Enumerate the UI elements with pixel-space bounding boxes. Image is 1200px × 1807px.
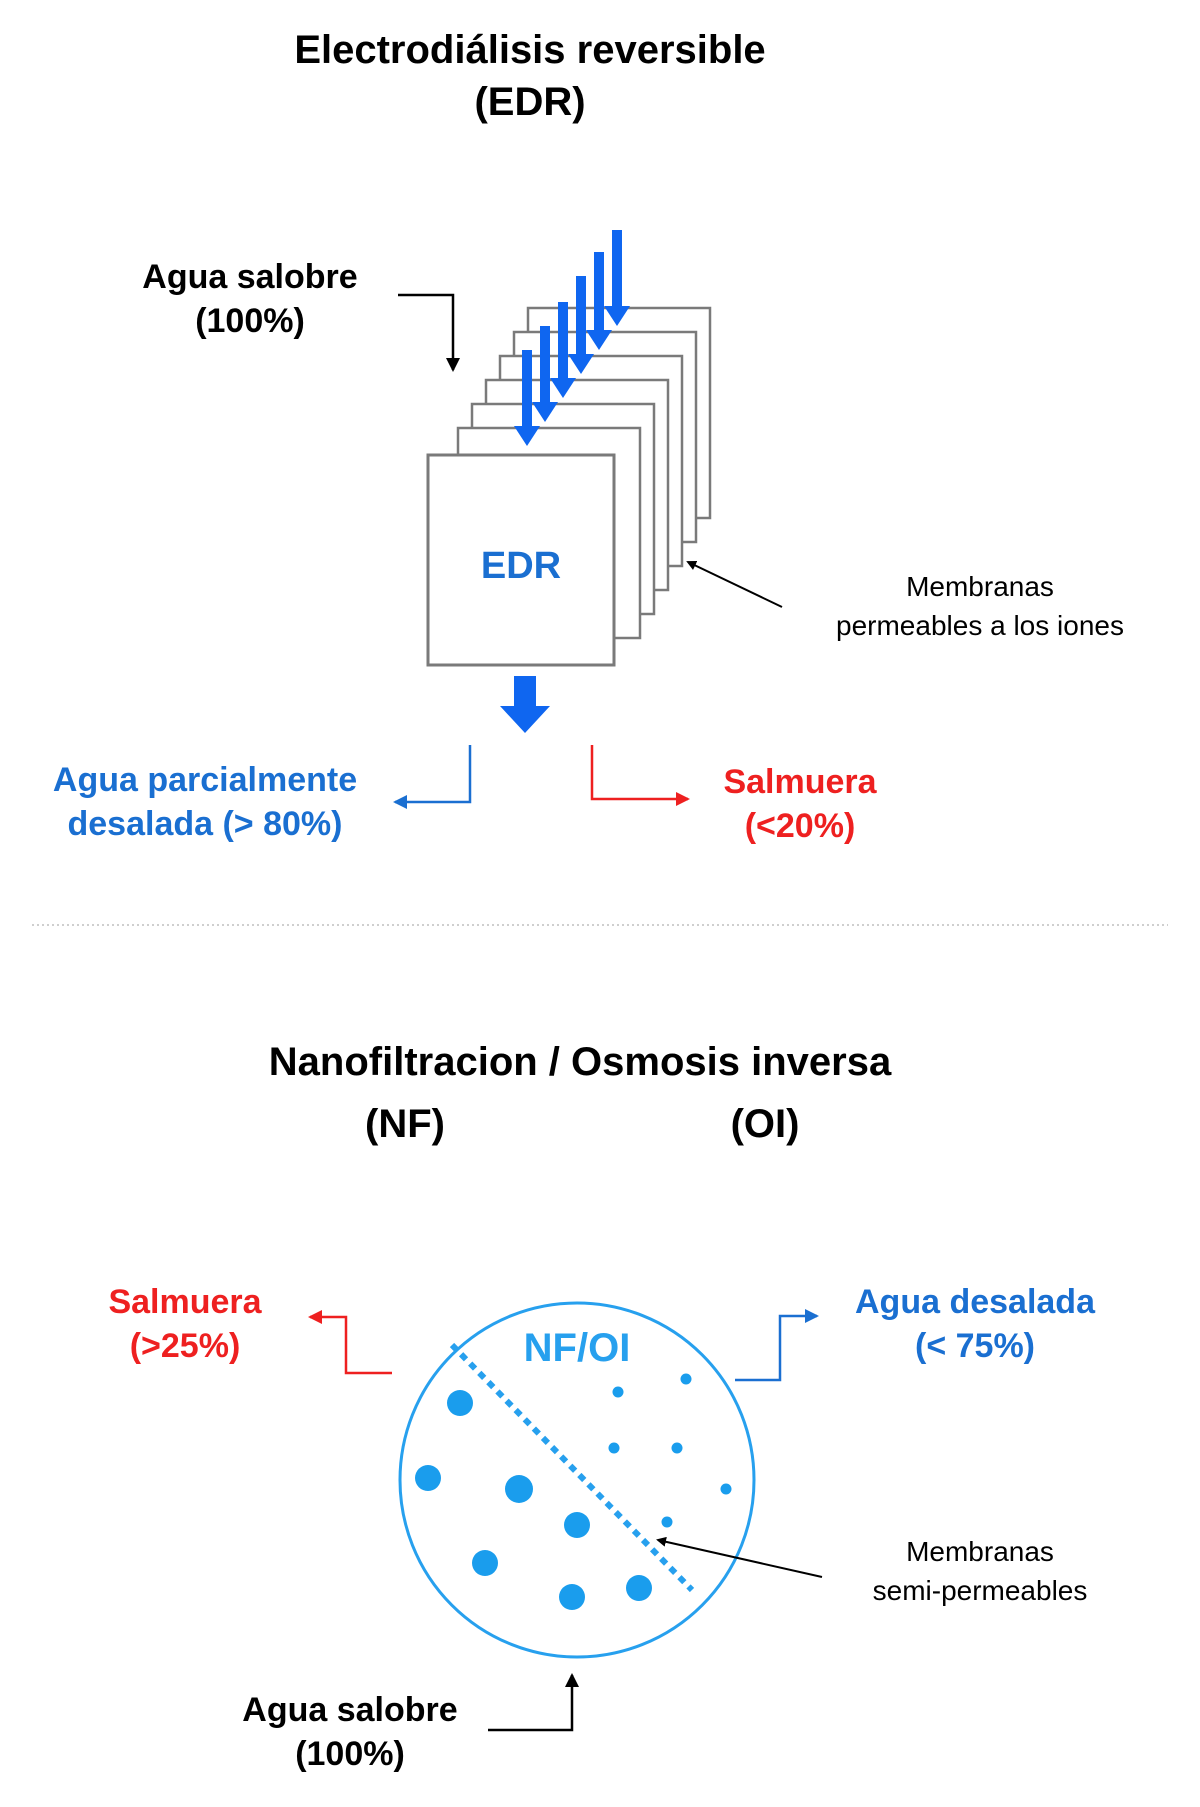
edr-product-line2: desalada (> 80%)	[67, 805, 343, 844]
edr-membrane-line2: permeables a los iones	[836, 610, 1124, 642]
feed-arrow-icon	[532, 326, 558, 422]
edr-box-label: EDR	[480, 545, 562, 587]
nfoi-product-line1: Agua desalada	[855, 1283, 1095, 1321]
particle-large	[472, 1550, 498, 1576]
nfoi-brine-label: Salmuera (>25%)	[90, 1280, 280, 1368]
nfoi-membrane-pointer-icon	[656, 1536, 823, 1578]
nfoi-brine-line2: (>25%)	[129, 1327, 241, 1366]
particle-large	[626, 1575, 652, 1601]
edr-title-line2: (EDR)	[474, 80, 586, 124]
edr-brine-line2: (<20%)	[744, 807, 856, 846]
feed-arrow-icon	[550, 302, 576, 398]
nfoi-brine-arrow-icon	[308, 1310, 392, 1375]
edr-input-label: Agua salobre (100%)	[120, 255, 380, 343]
edr-input-line1: Agua salobre	[142, 258, 358, 296]
particle-small	[612, 1386, 624, 1398]
nfoi-input-label: Agua salobre (100%)	[215, 1688, 485, 1776]
nfoi-product-arrow-icon	[735, 1309, 819, 1382]
large-particles	[415, 1390, 652, 1610]
nfoi-title-oi: (OI)	[730, 1102, 800, 1146]
nfoi-title-nf: (NF)	[365, 1102, 445, 1146]
edr-input-arrow-icon	[398, 293, 460, 372]
feed-arrow-icon	[568, 276, 594, 374]
feed-arrow-icon	[604, 230, 630, 326]
edr-membrane-label: Membranas permeables a los iones	[790, 567, 1170, 645]
nfoi-membrane-line	[449, 1342, 695, 1593]
particle-small	[680, 1373, 692, 1385]
particle-small	[671, 1442, 683, 1454]
edr-membrane-line1: Membranas	[906, 571, 1054, 602]
particle-small	[608, 1442, 620, 1454]
edr-product-line1: Agua parcialmente	[52, 761, 358, 799]
edr-membrane-pointer-icon	[686, 560, 783, 608]
feed-arrow-icon	[586, 252, 612, 350]
nfoi-product-line2: (< 75%)	[915, 1327, 1035, 1366]
nfoi-circle-label: NF/OI	[523, 1326, 631, 1370]
particle-small	[720, 1483, 732, 1495]
particle-large	[564, 1512, 590, 1538]
nfoi-membrane-line2: semi-permeables	[872, 1575, 1088, 1607]
edr-product-label: Agua parcialmente desalada (> 80%)	[30, 758, 380, 846]
nfoi-membrane-label: Membranas semi-permeables	[830, 1532, 1130, 1610]
particle-large	[505, 1475, 533, 1503]
small-particles	[608, 1373, 732, 1528]
edr-product-arrow-icon	[393, 745, 472, 809]
edr-title-line1: Electrodiálisis reversible	[294, 28, 766, 72]
edr-title: Electrodiálisis reversible (EDR)	[0, 24, 1060, 128]
nfoi-input-line2: (100%)	[295, 1735, 405, 1774]
edr-brine-line1: Salmuera	[723, 763, 877, 801]
edr-brine-arrow-icon	[590, 745, 690, 806]
nfoi-input-arrow-icon	[488, 1673, 579, 1732]
edr-membrane-stack	[426, 306, 712, 667]
particle-large	[447, 1390, 473, 1416]
edr-box	[426, 453, 616, 667]
edr-feed-arrows	[514, 230, 630, 446]
particle-large	[415, 1465, 441, 1491]
nfoi-input-line1: Agua salobre	[242, 1691, 458, 1729]
nfoi-membrane-line1: Membranas	[906, 1536, 1054, 1567]
particle-small	[661, 1516, 673, 1528]
edr-output-down-arrow-icon	[500, 676, 550, 733]
nfoi-brine-line1: Salmuera	[108, 1283, 262, 1321]
edr-brine-label: Salmuera (<20%)	[700, 760, 900, 848]
feed-arrow-icon	[514, 350, 540, 446]
edr-input-line2: (100%)	[195, 302, 305, 341]
nfoi-title: Nanofiltracion / Osmosis inversa	[268, 1040, 892, 1084]
nfoi-product-label: Agua desalada (< 75%)	[830, 1280, 1120, 1368]
particle-large	[559, 1584, 585, 1610]
